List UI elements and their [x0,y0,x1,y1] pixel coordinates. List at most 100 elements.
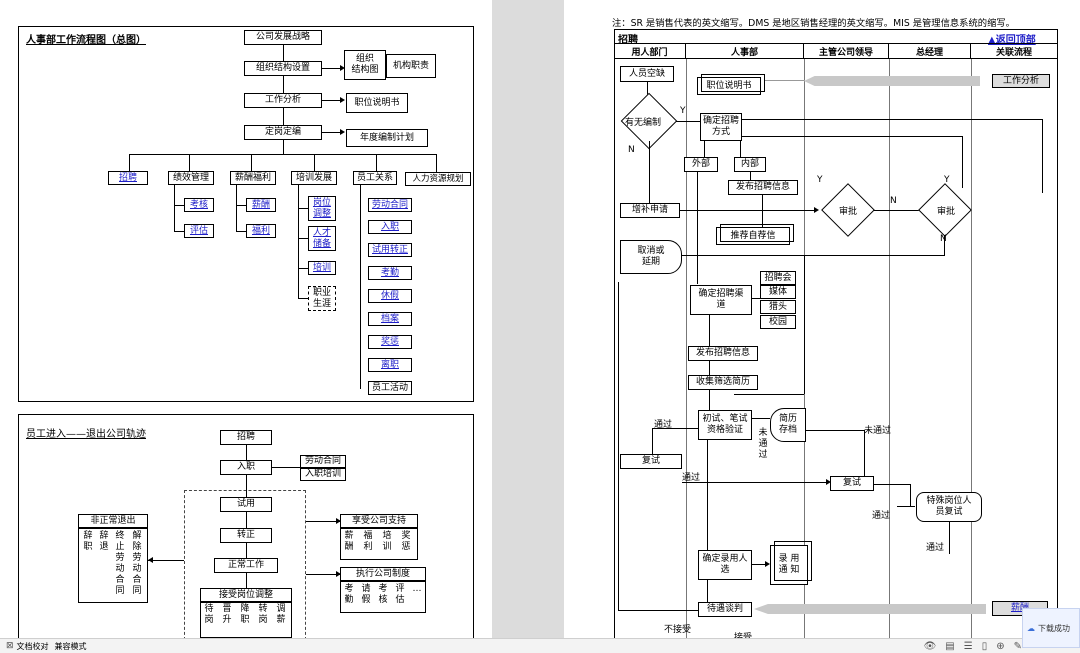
rel-contract[interactable]: 劳动合同 [368,198,412,212]
node-approve1: 审批 [839,207,858,217]
track-frame [18,414,474,640]
adjust-title: 接受岗位调整 [200,588,292,602]
link-work-analysis[interactable]: 工作分析 [992,74,1050,88]
pen-icon[interactable]: ✎ [1013,641,1022,652]
proofread-label: 文档校对 [16,641,49,651]
adjust-col: 降职 [240,604,250,625]
branch-training: 培训发展 [291,171,337,185]
cloud-icon: ☁ [1027,623,1035,633]
rel-archive[interactable]: 档案 [368,312,412,326]
rel-probation[interactable]: 试用转正 [368,243,412,257]
exit-col: 辞职 [83,531,93,552]
node-supplement: 增补申请 [620,203,680,218]
perf-evaluate[interactable]: 评估 [184,224,214,238]
comp-welfare[interactable]: 福利 [246,224,276,238]
compat-mode-label: 兼容模式 [54,641,87,651]
web-view-icon[interactable]: ⊕ [996,641,1005,652]
perf-assess[interactable]: 考核 [184,198,214,212]
support-col: 薪酬 [344,531,354,552]
back-to-top-link[interactable]: ▲返回顶部 [988,35,1036,46]
node-first-test: 初试、笔试 资格验证 [698,410,752,440]
org-chart-frame [18,26,474,402]
col-gm: 总经理 [889,44,971,58]
support-table [340,528,418,560]
adjust-table [200,602,292,638]
track-probation: 试用 [220,497,272,512]
rel-leave[interactable]: 休假 [368,289,412,303]
train-training[interactable]: 培训 [308,261,336,275]
branch-recruit[interactable]: 招聘 [108,171,148,185]
jd-doc: 职位说明书 [346,93,408,113]
exit-title: 非正常退出 [78,514,148,528]
label-y: Y [817,175,823,185]
toast-text: 下载成功 [1038,623,1070,633]
node-publish-internal: 发布招聘信息 [728,180,798,195]
track-work: 正常工作 [214,558,278,573]
right-page: 注：SR 是销售代表的英文缩写。DMS 是地区销售经理的英文缩写。MIS 是管理… [564,0,1080,640]
node-decide-method: 确定招聘 方式 [700,113,742,141]
node-retest2: 复试 [830,476,874,491]
branch-relations: 员工关系 [353,171,397,185]
rules-col: 评估 [395,584,405,605]
exit-col: 解除劳动合同 [132,531,142,596]
node-salary-talk: 待遇谈判 [698,602,752,617]
proofread-button[interactable]: ⊠ 文档校对 [6,641,49,652]
col-related: 关联流程 [995,47,1032,58]
train-job-adjust[interactable]: 岗位 调整 [308,196,336,221]
track-title: 员工进入——退出公司轨迹 [26,429,146,440]
rel-resign[interactable]: 离职 [368,358,412,372]
adjust-col: 转岗 [258,604,268,625]
node-publish: 发布招聘信息 [688,346,758,361]
node-retest: 复试 [620,454,682,469]
label-pass: 通过 [654,420,673,430]
train-career: 职业 生涯 [308,286,336,311]
branch-hr-planning: 人力资源规划 [405,172,471,186]
org-chart-doc: 组织 结构图 [344,50,386,80]
channel-campus: 校园 [760,315,796,329]
node-special: 特殊岗位人 员复试 [916,492,982,522]
rules-title: 执行公司制度 [340,567,426,581]
comp-salary[interactable]: 薪酬 [246,198,276,212]
rules-col: 请假 [361,584,371,605]
structure-box: 组织结构设置 [244,61,322,76]
rel-attendance[interactable]: 考勤 [368,266,412,280]
col-hr: 人事部 [686,44,804,58]
page-view-icon[interactable]: ▤ [945,641,955,652]
node-jd: 职位说明书 [697,77,761,95]
recruit-flow-frame [614,29,1058,640]
train-talent-pool[interactable]: 人才 储备 [308,226,336,251]
proofread-icon: ⊠ [6,641,14,651]
support-title: 享受公司支持 [340,514,418,528]
label-n: N [890,196,897,206]
rel-onboard[interactable]: 入职 [368,220,412,234]
node-channels: 确定招聘渠 道 [690,285,752,315]
eye-protection-icon[interactable]: 👁 [923,641,937,652]
rules-col: 考核 [378,584,388,605]
node-external: 外部 [684,157,718,172]
label-y: Y [680,106,686,116]
label-not-accept: 不接受 [664,625,692,635]
support-col: 福利 [363,531,373,552]
download-toast[interactable]: ☁ 下载成功 [1022,608,1080,648]
label-pass: 通过 [872,511,891,521]
channel-media: 媒体 [760,285,796,299]
support-col: 培训 [382,531,392,552]
branch-performance: 绩效管理 [168,171,214,185]
adjust-col: 待岗 [204,604,214,625]
track-onboard: 入职 [220,460,272,475]
node-hire: 确定录用人 选 [698,550,752,580]
outline-view-icon[interactable]: ☰ [963,641,973,652]
plan-doc: 年度编制计划 [346,129,428,147]
view-tools: 👁 ▤ ☰ ▯ ⊕ ✎ [924,639,1022,653]
note-text: 注：SR 是销售代表的英文缩写。DMS 是地区销售经理的英文缩写。MIS 是管理… [612,18,1015,29]
rel-reward[interactable]: 奖惩 [368,335,412,349]
org-chart-title: 人事部工作流程图（总图） [26,35,146,46]
analysis-box: 工作分析 [244,93,322,108]
label-n: N [940,234,947,244]
reading-view-icon[interactable]: ▯ [981,641,988,652]
staffing-box: 定岗定编 [244,125,322,140]
left-page: 人事部工作流程图（总图） 公司发展战略 组织结构设置 工作分析 定岗定编 组织 … [0,0,492,640]
adjust-col: 调薪 [276,604,286,625]
adjust-col: 晋升 [222,604,232,625]
